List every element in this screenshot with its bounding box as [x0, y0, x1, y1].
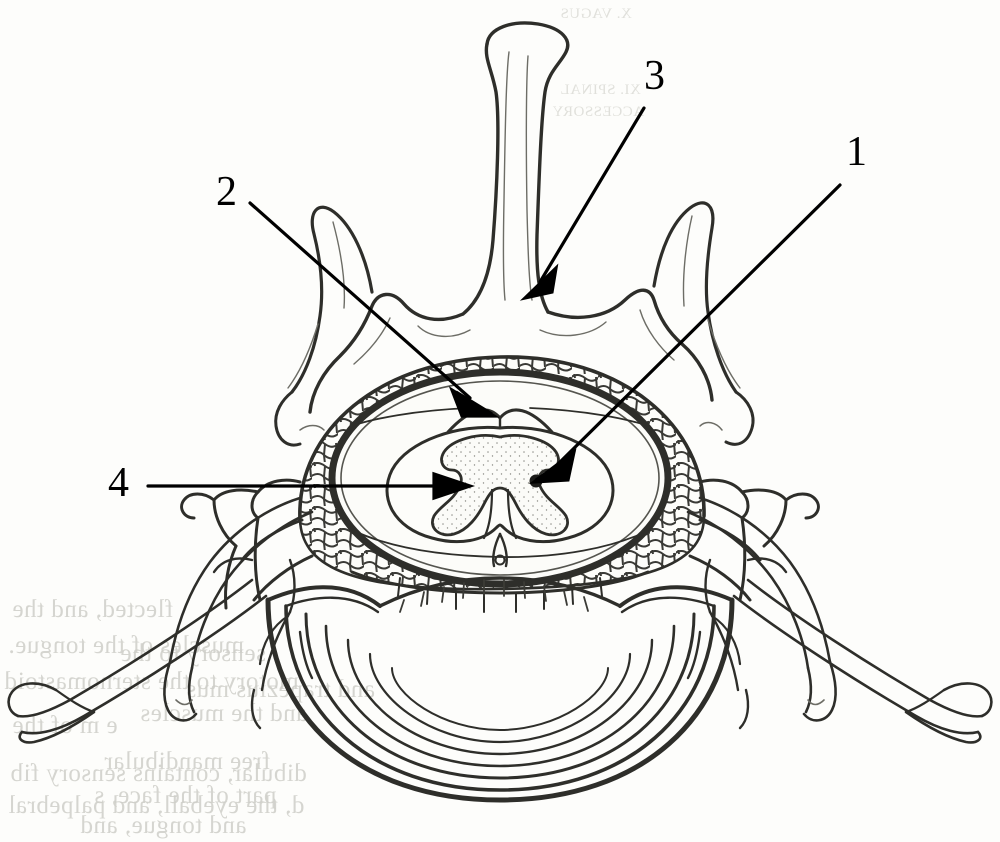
transverse-process-left: [180, 478, 302, 610]
lamina: [308, 288, 714, 414]
vertebral-body: [265, 576, 735, 803]
transverse-process-right: [698, 478, 820, 602]
pedicle-right: [688, 518, 762, 602]
anterior-median-fissure: [492, 532, 508, 568]
label-3[interactable]: 3: [644, 53, 665, 99]
leader-arrow-1: [528, 183, 842, 484]
label-4[interactable]: 4: [108, 460, 129, 506]
spinal-nerve-root-left: [163, 496, 314, 722]
superior-articular-process-right: [652, 201, 741, 394]
spinal-cord-grey-matter: [431, 434, 569, 540]
vertebral-body-notch: [258, 614, 742, 666]
leader-arrow-3: [519, 106, 646, 301]
rib-left: [7, 578, 268, 744]
spinal-nerve-root-right: [686, 496, 837, 722]
spinous-process: [461, 21, 570, 316]
leader-arrow-2: [248, 201, 500, 418]
superior-articular-process-left: [287, 205, 374, 394]
accessory-process-left: [274, 390, 325, 447]
accessory-process-right: [699, 390, 755, 446]
label-1[interactable]: 1: [846, 129, 867, 175]
rib-right: [732, 578, 993, 744]
label-2[interactable]: 2: [216, 169, 237, 215]
leader-arrow-4: [146, 471, 476, 501]
